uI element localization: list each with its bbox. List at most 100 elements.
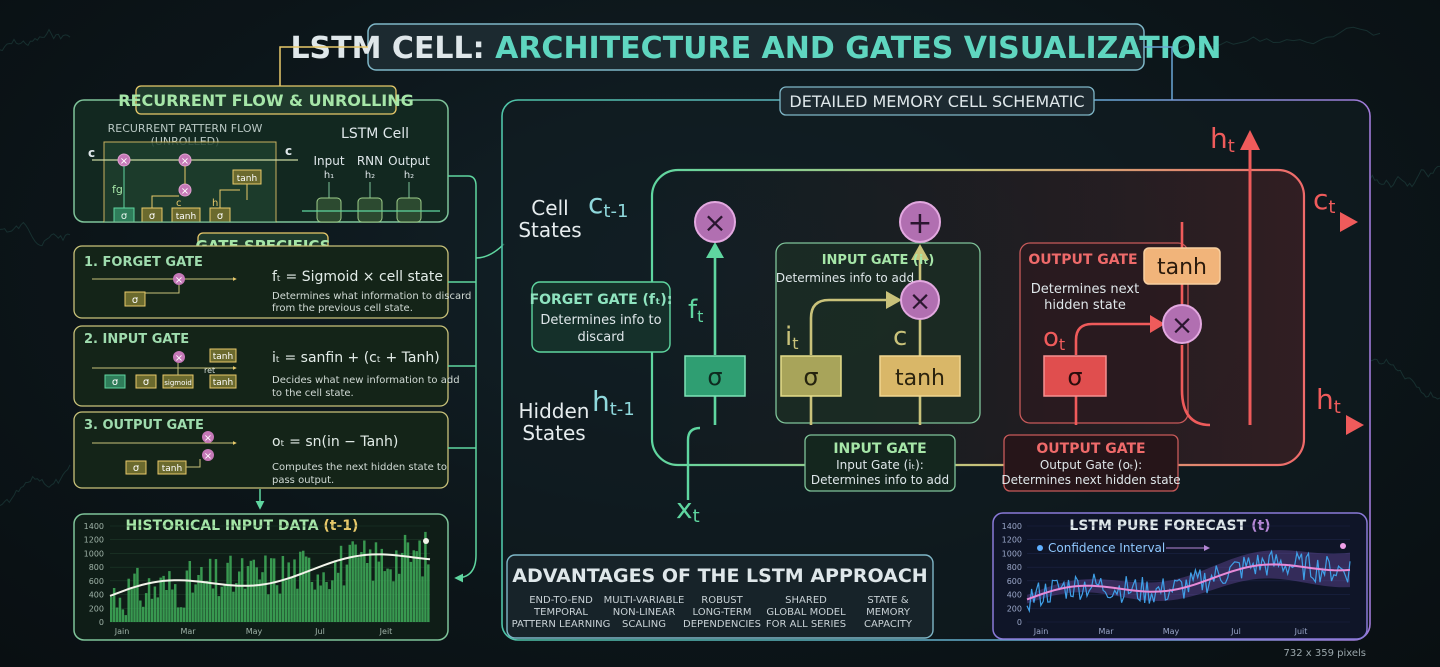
forecast-chart-panel: LSTM PURE FORECAST (t) 14001200100080060… <box>992 512 1368 640</box>
tanh-box: tanh <box>213 352 233 362</box>
sigma-box: σ <box>132 295 139 306</box>
history-bar <box>336 572 340 622</box>
history-bar <box>217 596 221 622</box>
input-tanh-label: tanh <box>895 366 945 391</box>
history-bar <box>366 563 369 622</box>
history-bar <box>403 534 407 622</box>
forecast-y-tick: 0 <box>1017 618 1022 627</box>
history-bar <box>121 609 125 622</box>
cell-add-node <box>899 201 941 243</box>
history-bar <box>136 567 139 622</box>
c-candidate-label: c <box>893 322 907 352</box>
fg-label: fg <box>112 183 123 196</box>
input-formula: iₜ = sanfin + (cₜ + Tanh) <box>272 350 440 366</box>
history-bar <box>171 589 174 622</box>
history-bar <box>427 564 430 622</box>
title-connector-left <box>279 46 368 98</box>
x-t-label: xt <box>676 492 700 527</box>
history-bar <box>412 550 416 622</box>
history-bar <box>176 607 180 622</box>
hidden-state-arrowhead <box>1346 415 1364 435</box>
flow-connector <box>448 175 477 583</box>
history-bar <box>345 564 349 622</box>
confidence-band <box>1027 550 1350 604</box>
forget-callout-desc-2: discard <box>577 330 624 345</box>
history-bar <box>386 568 389 622</box>
history-bar <box>415 551 418 622</box>
history-bar <box>389 569 392 622</box>
ret-label: ret <box>204 366 215 375</box>
history-bar <box>380 548 384 622</box>
tanh-box: tanh <box>213 378 233 388</box>
forget-formula: fₜ = Sigmoid × cell state <box>272 269 443 285</box>
history-bar <box>421 576 424 622</box>
advantage-item-line: NON-LINEAR <box>613 607 676 618</box>
history-bar <box>319 585 322 622</box>
history-bar <box>179 607 183 622</box>
forget-callout-title: FORGET GATE (fₜ): <box>530 292 673 308</box>
multiply-icon: × <box>909 286 932 317</box>
history-bar <box>226 562 229 622</box>
history-bar <box>214 559 218 622</box>
input-callout-title: INPUT GATE <box>833 441 926 457</box>
history-bar <box>156 597 160 622</box>
history-bar <box>281 556 285 622</box>
history-trend-line <box>109 553 431 597</box>
o-t-label: ot <box>1043 323 1065 354</box>
history-bar <box>299 551 302 622</box>
background-sparkline <box>1369 165 1440 189</box>
c-prev-label: ct-1 <box>588 187 628 222</box>
output-sigma-label: σ <box>1067 363 1082 391</box>
forecast-x-tick: May <box>1163 627 1180 636</box>
history-bar <box>363 540 366 622</box>
forget-sigma-box <box>684 355 746 397</box>
background-sparkline <box>1369 358 1440 400</box>
history-bar <box>374 542 378 622</box>
recurrent-c-right: c <box>285 144 292 158</box>
history-x-tick: Jain <box>114 627 130 636</box>
forecast-x-tick: Jul <box>1230 627 1241 636</box>
history-bar <box>334 560 337 622</box>
history-bar <box>409 561 413 622</box>
h-small-label: h <box>212 198 218 209</box>
history-bar <box>139 600 142 622</box>
history-y-tick: 400 <box>89 591 104 600</box>
times-icon: × <box>181 156 189 167</box>
recurrent-flow-panel: RECURRENT FLOW & UNROLLING RECURRENT PAT… <box>73 85 449 223</box>
history-bar <box>206 581 209 622</box>
history-bar <box>150 598 154 622</box>
times-icon: × <box>120 156 128 167</box>
history-bar <box>392 581 395 622</box>
forecast-y-tick: 1400 <box>1002 522 1022 531</box>
output-multiply-node <box>1162 304 1202 344</box>
forecast-y-tick: 1000 <box>1002 549 1022 558</box>
history-bar <box>240 558 244 622</box>
history-bar <box>322 572 325 622</box>
tanh-box: tanh <box>237 174 257 184</box>
lstm-col-sub: h₂ <box>365 170 375 181</box>
i-t-label: it <box>785 322 799 353</box>
advantage-item-line: GLOBAL MODEL <box>766 607 846 618</box>
history-bar <box>147 578 151 622</box>
history-y-tick: 0 <box>99 618 104 627</box>
forecast-actual-line <box>1026 549 1351 614</box>
input-tanh-box <box>879 355 961 397</box>
input-gate-callout <box>804 434 956 492</box>
background-sparkline <box>0 28 71 52</box>
history-y-tick: 200 <box>89 604 104 613</box>
lstm-col-label: RNN <box>357 154 383 168</box>
history-bar <box>200 567 203 622</box>
output-gate-title: 3. OUTPUT GATE <box>84 418 204 433</box>
h-prev-label: ht-1 <box>592 385 635 420</box>
background-sparkline <box>1179 26 1381 50</box>
forecast-endpoint <box>1340 543 1346 549</box>
h-t-right-label: ht <box>1316 383 1341 418</box>
input-sigma-label: σ <box>803 363 818 391</box>
output-gate-region-desc-1: Determines next <box>1031 282 1139 297</box>
history-bar <box>249 560 253 622</box>
times-icon: × <box>175 353 183 364</box>
history-bar <box>339 545 343 622</box>
